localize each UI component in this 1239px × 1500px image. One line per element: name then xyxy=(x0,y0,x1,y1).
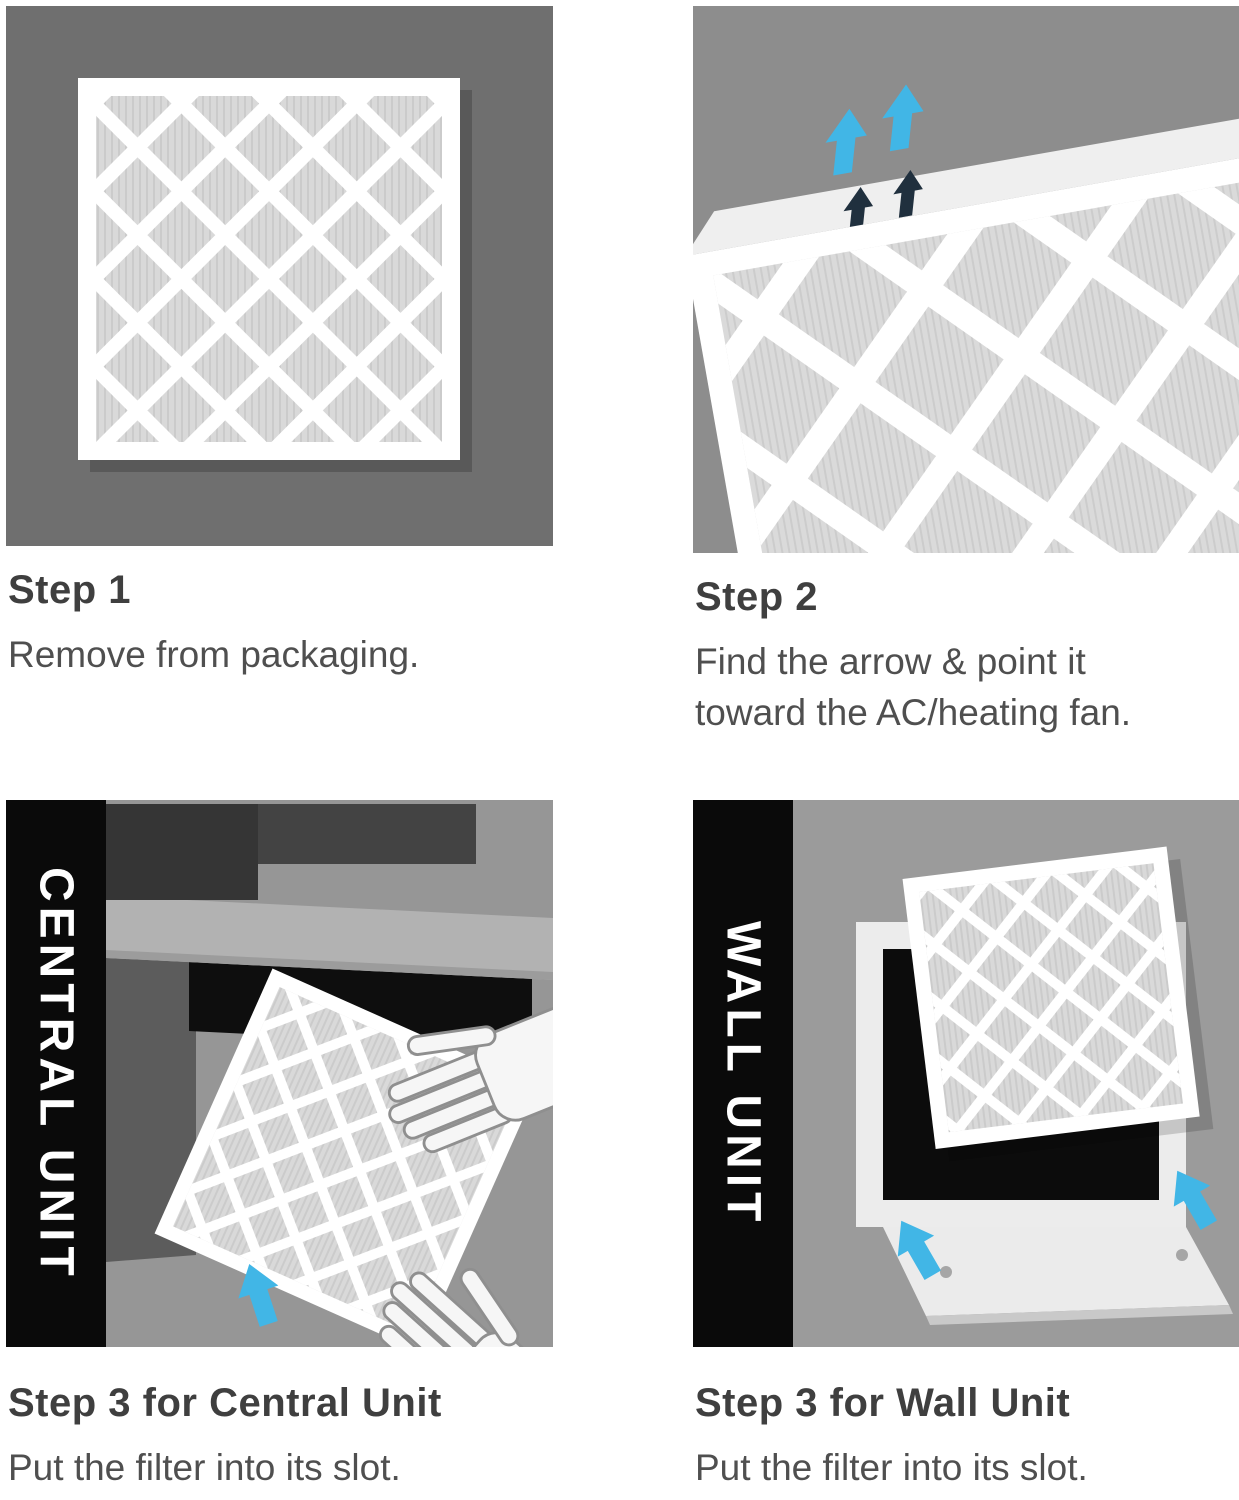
screw-hole xyxy=(1176,1249,1188,1261)
step-3-wall-panel: WALL UNIT Step 3 for Wall Unit Put the f… xyxy=(693,800,1239,1493)
step-1-title: Step 1 xyxy=(8,568,132,612)
step-1-caption: Remove from packaging. xyxy=(8,634,420,675)
step-2-panel: Step 2 Find the arrow & point it toward … xyxy=(693,6,1239,738)
filter-arrow-drawing xyxy=(693,6,1239,553)
step-3-central-title: Step 3 for Central Unit xyxy=(8,1381,442,1425)
wall-unit-label: WALL UNIT xyxy=(716,920,770,1227)
unit-side-face xyxy=(106,950,196,1262)
screw-hole xyxy=(940,1266,952,1278)
step-3-wall-title: Step 3 for Wall Unit xyxy=(695,1381,1071,1425)
step-1-panel: Step 1 Remove from packaging. xyxy=(6,6,553,680)
wall-unit-drawing xyxy=(693,800,1239,1347)
central-unit-label: CENTRAL UNIT xyxy=(29,866,83,1281)
insert-direction-arrow-icon xyxy=(897,1220,941,1281)
wall-unit-label-bar: WALL UNIT xyxy=(693,800,793,1347)
insert-direction-arrow-icon xyxy=(1173,1170,1217,1231)
filter-top-edge xyxy=(693,103,1239,256)
air-filter-icon xyxy=(78,78,460,460)
printed-airflow-arrows-icon xyxy=(843,170,923,235)
step-3-central-illustration: CENTRAL UNIT xyxy=(6,800,553,1347)
central-unit-label-bar: CENTRAL UNIT xyxy=(6,800,106,1347)
step-3-wall-illustration: WALL UNIT xyxy=(693,800,1239,1347)
step-3-central-caption: Put the filter into its slot. xyxy=(8,1447,401,1488)
central-unit-housing xyxy=(106,804,553,980)
packaged-filter-drawing xyxy=(6,6,553,546)
step-2-title: Step 2 xyxy=(695,575,819,619)
step-3-wall-caption: Put the filter into its slot. xyxy=(695,1447,1088,1488)
vent-door xyxy=(883,1227,1233,1325)
hand-icon xyxy=(387,1005,553,1154)
step-2-illustration xyxy=(693,6,1239,553)
step-3-central-panel: CENTRAL UNIT Step 3 for Central Unit Put… xyxy=(6,800,553,1493)
step-2-caption: Find the arrow & point it toward the AC/… xyxy=(695,641,1132,734)
insert-direction-arrow-icon xyxy=(238,1264,279,1327)
tilted-filter-icon xyxy=(693,84,1239,553)
air-filter-icon xyxy=(902,846,1214,1162)
hand-icon xyxy=(378,1267,553,1347)
step-1-illustration xyxy=(6,6,553,546)
airflow-direction-arrows-icon xyxy=(825,84,924,176)
